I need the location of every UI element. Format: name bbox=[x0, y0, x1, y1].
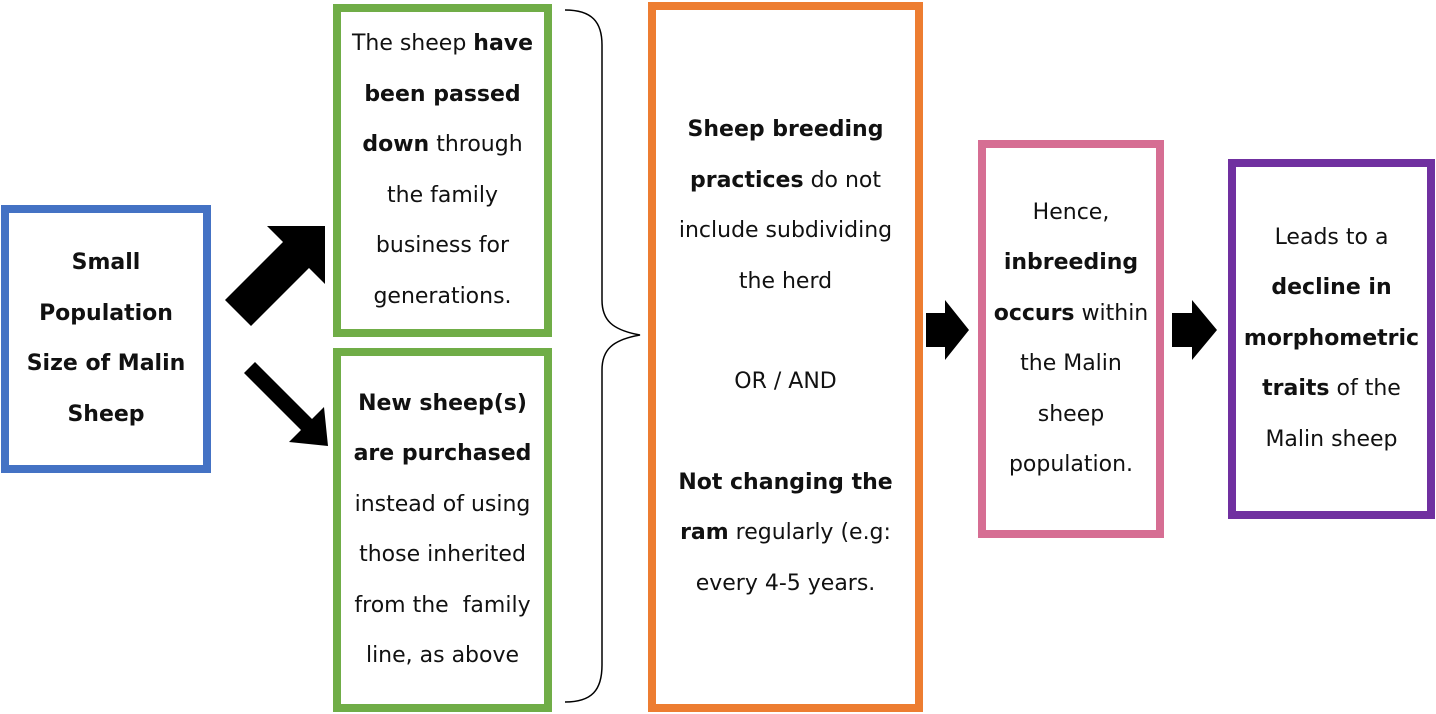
breeding-line-6: Not changing the bbox=[678, 469, 893, 495]
decline-line-1: Leads to a bbox=[1274, 224, 1389, 250]
or-and-label: OR / AND bbox=[734, 369, 837, 394]
breeding-line-3: include subdividing bbox=[678, 218, 893, 243]
family-business-box: The sheep have been passed down through … bbox=[333, 4, 552, 337]
new-sheep-line-1: New sheep(s) bbox=[358, 390, 527, 416]
inbreeding-line-3: occurs within bbox=[993, 300, 1149, 326]
small-population-line-2: Population bbox=[39, 300, 173, 326]
new-sheep-box: New sheep(s) are purchased instead of us… bbox=[333, 348, 552, 712]
small-population-line-4: Sheep bbox=[67, 401, 145, 427]
inbreeding-line-2: inbreeding bbox=[1003, 250, 1139, 275]
family-line-2: been passed bbox=[364, 81, 521, 107]
decline-line-2: decline in bbox=[1271, 275, 1392, 301]
inbreeding-line-4: the Malin bbox=[1020, 351, 1122, 376]
new-sheep-line-3: instead of using bbox=[354, 491, 531, 517]
breeding-line-1: Sheep breeding bbox=[687, 117, 884, 142]
family-line-6: generations. bbox=[373, 283, 512, 309]
breeding-line-4: the herd bbox=[738, 268, 833, 294]
family-line-1: The sheep have bbox=[351, 31, 534, 56]
arrow-right-icon bbox=[1172, 300, 1217, 360]
inbreeding-line-5: sheep bbox=[1037, 401, 1105, 427]
arrow-up-right-icon bbox=[225, 226, 325, 326]
new-sheep-line-4: those inherited bbox=[359, 542, 526, 567]
decline-line-4: traits of the bbox=[1262, 376, 1401, 402]
family-line-5: business for bbox=[375, 233, 510, 258]
breeding-line-2: practices do not bbox=[689, 167, 882, 193]
new-sheep-line-6: line, as above bbox=[365, 643, 520, 668]
small-population-line-3: Size of Malin bbox=[26, 351, 186, 376]
small-population-line-1: Small bbox=[71, 250, 141, 275]
decline-line-5: Malin sheep bbox=[1265, 426, 1398, 452]
family-line-3: down through bbox=[362, 132, 523, 157]
new-sheep-line-5: from the family bbox=[354, 592, 531, 618]
inbreeding-box: Hence, inbreeding occurs within the Mali… bbox=[978, 140, 1164, 538]
small-population-box: Small Population Size of Malin Sheep bbox=[1, 205, 211, 473]
breeding-line-7: ram regularly (e.g: bbox=[680, 520, 891, 545]
arrow-down-right-icon bbox=[244, 362, 328, 446]
inbreeding-line-6: population. bbox=[1008, 452, 1134, 477]
decline-line-3: morphometric bbox=[1243, 325, 1420, 351]
arrow-right-icon bbox=[926, 300, 969, 360]
inbreeding-line-1: Hence, bbox=[1032, 199, 1110, 225]
decline-box: Leads to a decline in morphometric trait… bbox=[1228, 159, 1435, 519]
breeding-practices-box: Sheep breeding practices do not include … bbox=[648, 2, 923, 712]
curly-brace-icon bbox=[564, 9, 641, 703]
new-sheep-line-2: are purchased bbox=[353, 441, 532, 466]
family-line-4: the family bbox=[387, 182, 498, 208]
breeding-line-8: every 4-5 years. bbox=[695, 570, 876, 596]
